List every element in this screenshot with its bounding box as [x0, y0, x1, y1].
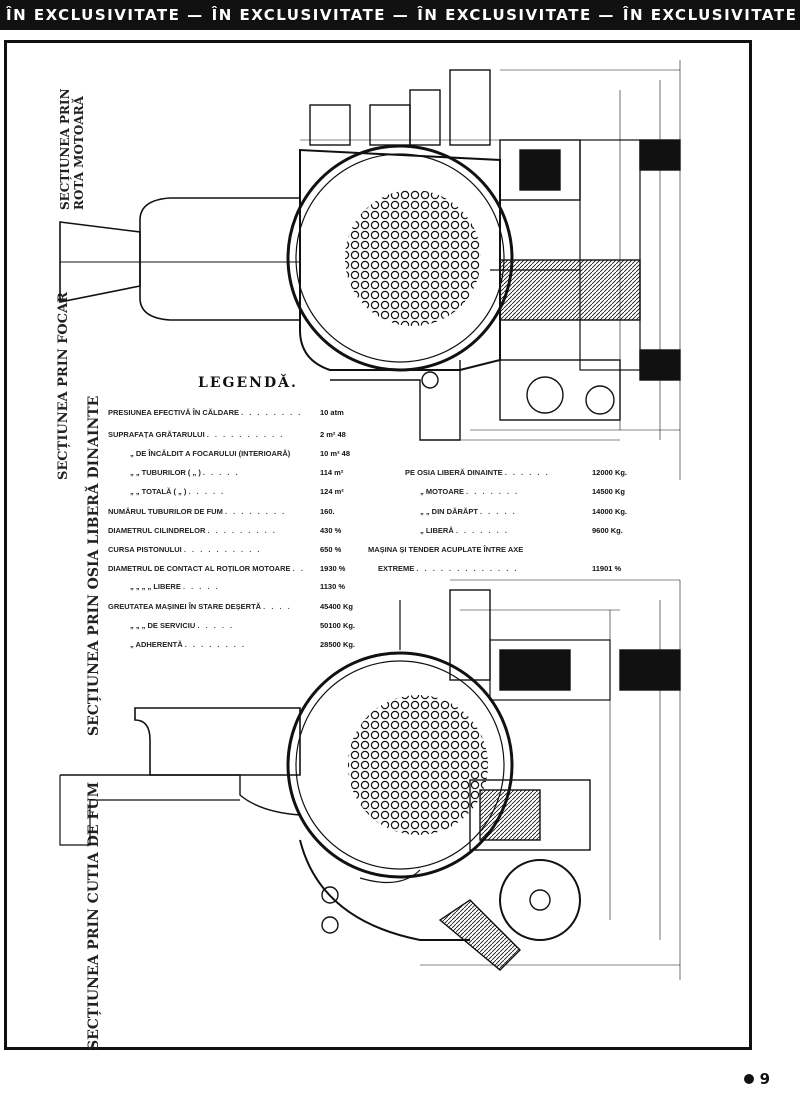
- legend-value: 11901 %: [592, 564, 622, 573]
- legend-row: „ „ TOTALĂ ( „ ) . . . . .: [130, 487, 226, 496]
- legend-value: 2 m² 48: [320, 430, 346, 439]
- legend-row: „ „ TUBURILOR ( „ ) . . . . .: [130, 468, 240, 477]
- legend-row: PE OSIA LIBERĂ DINAINTE . . . . . .: [405, 468, 550, 477]
- legend-value: 14000 Kg.: [592, 507, 628, 516]
- legend-row: CURSA PISTONULUI . . . . . . . . . .: [108, 545, 262, 554]
- legend-row: SUPRAFAȚA GRĂTARULUI . . . . . . . . . .: [108, 430, 285, 439]
- legend-value: 114 m²: [320, 468, 344, 477]
- legend-value: 45400 Kg: [320, 602, 353, 611]
- legend-row: GREUTATEA MAȘINEI ÎN STARE DEȘERTĂ . . .…: [108, 602, 292, 611]
- legend-title: LEGENDĂ.: [198, 375, 298, 391]
- page-number: 9: [743, 1070, 770, 1088]
- legend-row: „ ADHERENTĂ . . . . . . . .: [130, 640, 246, 649]
- legend-value: 160.: [320, 507, 335, 516]
- banner-item: ÎN EXCLUSIVITATE —: [211, 6, 410, 24]
- legend-value: 650 %: [320, 545, 342, 554]
- banner-item: ÎN EXCLUSIVITATE —: [6, 6, 204, 24]
- legend-row: DIAMETRUL CILINDRELOR . . . . . . . . .: [108, 526, 277, 535]
- legend-value: 50100 Kg.: [320, 621, 356, 630]
- legend-row: „ LIBERĂ . . . . . . .: [420, 526, 509, 535]
- banner-item: ÎN EXCLUSIVITATE: [622, 6, 798, 24]
- legend-value: 1130 %: [320, 582, 346, 591]
- legend-value: 124 m²: [320, 487, 344, 496]
- bullet-icon: [743, 1074, 754, 1084]
- drawing-frame: [4, 40, 752, 1050]
- legend-value: 28500 Kg.: [320, 640, 356, 649]
- page-number-text: 9: [759, 1070, 770, 1088]
- legend-row: NUMĂRUL TUBURILOR DE FUM . . . . . . . .: [108, 507, 287, 516]
- banner-text-row: ÎN EXCLUSIVITATE — ÎN EXCLUSIVITATE — ÎN…: [0, 6, 800, 24]
- legend-row: PRESIUNEA EFECTIVĂ ÎN CĂLDARE . . . . . …: [108, 408, 303, 417]
- legend-row: EXTREME . . . . . . . . . . . . .: [378, 564, 519, 573]
- legend-row: „ DE ÎNCĂLDIT A FOCARULUI (INTERIOARĂ): [130, 449, 291, 458]
- legend-value: 1930 %: [320, 564, 346, 573]
- legend-value: 14500 Kg: [592, 487, 625, 496]
- legend-row: „ „ „ „ LIBERE . . . . .: [130, 582, 220, 591]
- bottom-section-drawing: [59, 579, 681, 980]
- legend-row: „ „ DIN DĂRĂPT . . . . .: [420, 507, 517, 516]
- legend-value: 12000 Kg.: [592, 468, 628, 477]
- legend-row: MAȘINA ȘI TENDER ACUPLATE ÎNTRE AXE: [368, 545, 524, 554]
- top-banner: ÎN EXCLUSIVITATE — ÎN EXCLUSIVITATE — ÎN…: [0, 0, 800, 30]
- banner-item: ÎN EXCLUSIVITATE —: [417, 6, 615, 24]
- top-section-drawing: [59, 60, 681, 480]
- legend-value: 10 atm: [320, 408, 344, 417]
- legend-value: 10 m² 48: [320, 449, 351, 458]
- legend-row: DIAMETRUL DE CONTACT AL ROȚILOR MOTOARE …: [108, 564, 305, 573]
- legend-value: 9600 Kg.: [592, 526, 623, 535]
- legend-value: 430 %: [320, 526, 342, 535]
- legend-row: „ MOTOARE . . . . . . .: [420, 487, 520, 496]
- legend-row: „ „ „ DE SERVICIU . . . . .: [130, 621, 235, 630]
